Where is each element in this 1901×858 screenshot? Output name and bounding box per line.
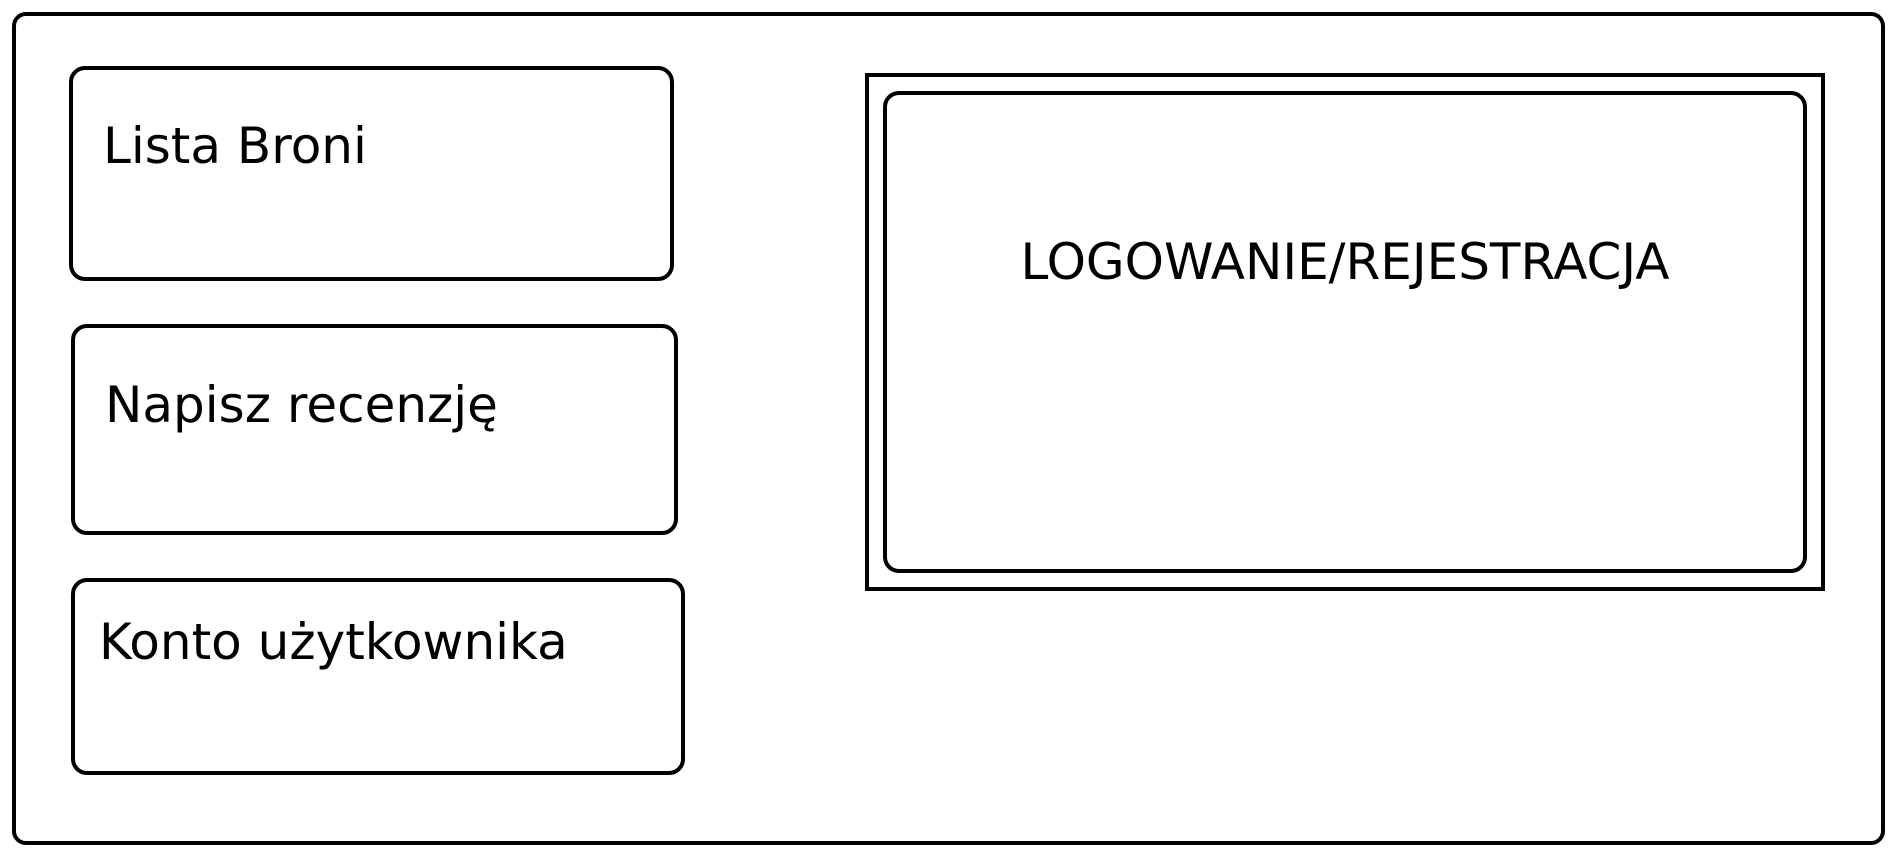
login-register-label: LOGOWANIE/REJESTRACJA [1020, 233, 1670, 291]
nav-button-napisz-recenzje[interactable]: Napisz recenzję [71, 324, 678, 535]
nav-button-label: Konto użytkownika [99, 613, 568, 671]
nav-button-konto-uzytkownika[interactable]: Konto użytkownika [71, 578, 685, 775]
nav-button-label: Napisz recenzję [105, 376, 498, 434]
nav-button-lista-broni[interactable]: Lista Broni [69, 66, 674, 281]
nav-button-label: Lista Broni [103, 117, 367, 175]
auth-panel: LOGOWANIE/REJESTRACJA [865, 73, 1825, 591]
login-register-button[interactable]: LOGOWANIE/REJESTRACJA [883, 91, 1807, 573]
